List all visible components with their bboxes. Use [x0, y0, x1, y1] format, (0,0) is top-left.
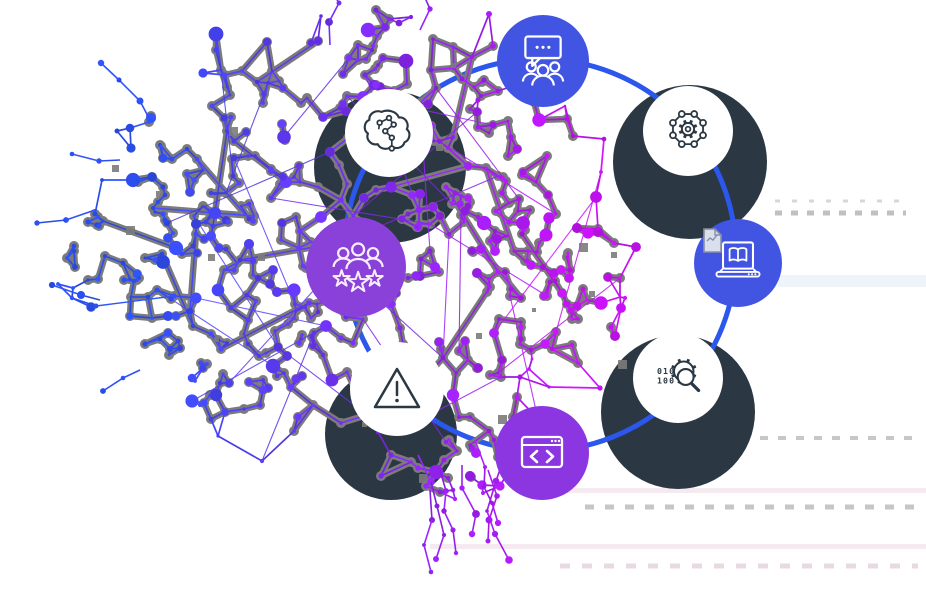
badge-risk-warning [350, 342, 444, 436]
laptop-book-icon [715, 241, 761, 278]
badge-process-automation [643, 86, 733, 176]
badge-team-rating [305, 216, 407, 318]
document-icon [703, 228, 722, 253]
brain-circuit-icon [363, 109, 411, 152]
badge-data-analysis: 010 100 [633, 333, 723, 423]
binary-text-line1: 010 [657, 366, 675, 376]
badge-code-window [495, 406, 589, 500]
warning-triangle-icon [373, 367, 421, 409]
people-stars-icon [332, 242, 384, 293]
search-gear-binary-icon: 010 100 [657, 358, 701, 393]
gear-network-icon [669, 110, 707, 148]
code-browser-icon [520, 435, 564, 469]
badge-group-discussion [496, 14, 590, 108]
binary-text-line2: 100 [657, 376, 675, 386]
badge-ai-brain [345, 89, 433, 177]
chat-group-icon [521, 35, 565, 86]
background-noise [430, 199, 926, 569]
